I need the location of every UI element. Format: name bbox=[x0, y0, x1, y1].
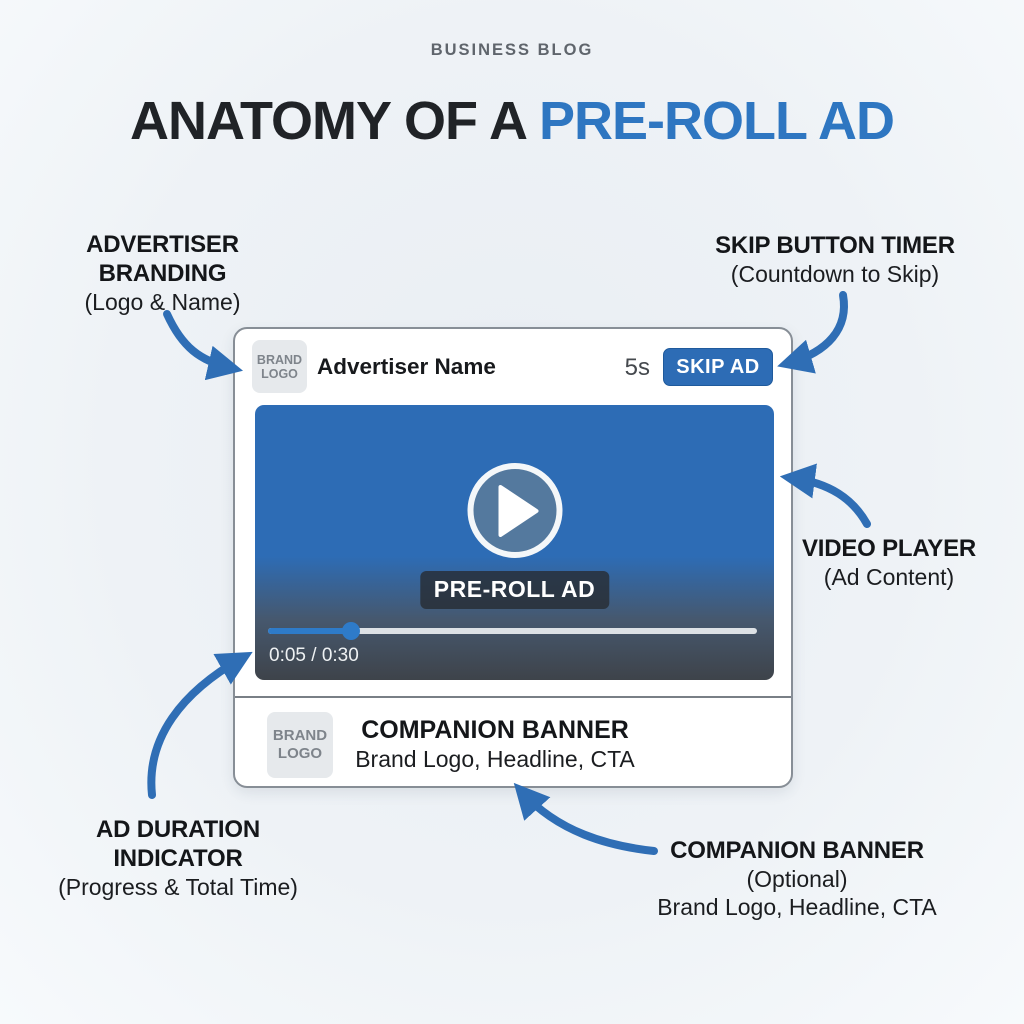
companion-banner-subtitle: Brand Logo, Headline, CTA bbox=[355, 746, 635, 772]
annotation-skip-button-timer: SKIP BUTTON TIMER (Countdown to Skip) bbox=[685, 231, 985, 288]
annotation-skip-button-timer-subtitle: (Countdown to Skip) bbox=[730, 261, 940, 287]
companion-brand-logo-badge: BRAND LOGO bbox=[267, 712, 333, 778]
annotation-advertiser-branding-title-line2: BRANDING bbox=[98, 260, 227, 287]
annotation-ad-duration-title-line1: AD DURATION bbox=[95, 816, 260, 843]
annotation-companion-banner-detail: Brand Logo, Headline, CTA bbox=[657, 894, 937, 920]
progress-bar-thumb[interactable] bbox=[342, 622, 361, 640]
companion-text-block: COMPANION BANNER Brand Logo, Headline, C… bbox=[345, 715, 645, 774]
skip-countdown-timer: 5s bbox=[624, 354, 650, 381]
progress-bar-fill bbox=[268, 628, 352, 634]
skip-timer-arrow bbox=[777, 291, 848, 374]
page-title-black: ANATOMY OF A bbox=[129, 91, 526, 151]
annotation-ad-duration-subtitle: (Progress & Total Time) bbox=[58, 874, 298, 900]
annotation-ad-duration-title-line2: INDICATOR bbox=[113, 845, 243, 872]
video-timestamp: 0:05 / 0:30 bbox=[269, 645, 359, 666]
annotation-companion-banner-title: COMPANION BANNER bbox=[670, 837, 924, 864]
annotation-companion-banner-subtitle: (Optional) bbox=[746, 866, 848, 892]
companion-banner-section[interactable]: BRAND LOGO COMPANION BANNER Brand Logo, … bbox=[235, 698, 791, 788]
brand-logo-text-line1: BRAND bbox=[256, 352, 303, 367]
skip-ad-button[interactable]: SKIP AD bbox=[663, 348, 773, 386]
annotation-video-player-title: VIDEO PLAYER bbox=[801, 535, 977, 562]
video-player-arrow bbox=[779, 463, 871, 528]
advertiser-branding-arrow bbox=[163, 310, 244, 381]
page-title-highlight: PRE-ROLL AD bbox=[539, 91, 895, 151]
annotation-companion-banner: COMPANION BANNER (Optional) Brand Logo, … bbox=[627, 836, 967, 921]
companion-brand-logo-text-line1: BRAND bbox=[272, 727, 328, 744]
play-button[interactable] bbox=[467, 463, 562, 558]
ad-duration-arrow bbox=[147, 651, 253, 799]
companion-brand-logo-text-line2: LOGO bbox=[277, 745, 323, 762]
kicker-business-blog: BUSINESS BLOG bbox=[430, 41, 594, 59]
annotation-advertiser-branding-subtitle: (Logo & Name) bbox=[84, 289, 241, 315]
video-player-area[interactable]: PRE-ROLL AD 0:05 / 0:30 bbox=[255, 405, 774, 680]
brand-logo-text-line2: LOGO bbox=[261, 366, 298, 381]
player-card: BRAND LOGO Advertiser Name 5s SKIP AD PR… bbox=[233, 327, 793, 788]
progress-bar[interactable] bbox=[268, 622, 757, 640]
preroll-ad-overlay-badge: PRE-ROLL AD bbox=[419, 571, 610, 609]
advertiser-brand-logo-badge: BRAND LOGO bbox=[252, 340, 307, 393]
companion-banner-title: COMPANION BANNER bbox=[361, 716, 629, 744]
annotation-advertiser-branding-title-line1: ADVERTISER bbox=[86, 231, 239, 258]
annotation-video-player-subtitle: (Ad Content) bbox=[823, 564, 955, 590]
page-title: ANATOMY OF A PRE-ROLL AD bbox=[0, 90, 1024, 152]
annotation-skip-button-timer-title: SKIP BUTTON TIMER bbox=[715, 232, 955, 259]
advertiser-name: Advertiser Name bbox=[317, 354, 496, 379]
annotation-video-player: VIDEO PLAYER (Ad Content) bbox=[779, 534, 999, 591]
annotation-ad-duration: AD DURATION INDICATOR (Progress & Total … bbox=[28, 815, 328, 901]
play-icon bbox=[498, 484, 538, 537]
companion-divider bbox=[235, 696, 791, 698]
annotation-advertiser-branding: ADVERTISER BRANDING (Logo & Name) bbox=[20, 230, 305, 316]
